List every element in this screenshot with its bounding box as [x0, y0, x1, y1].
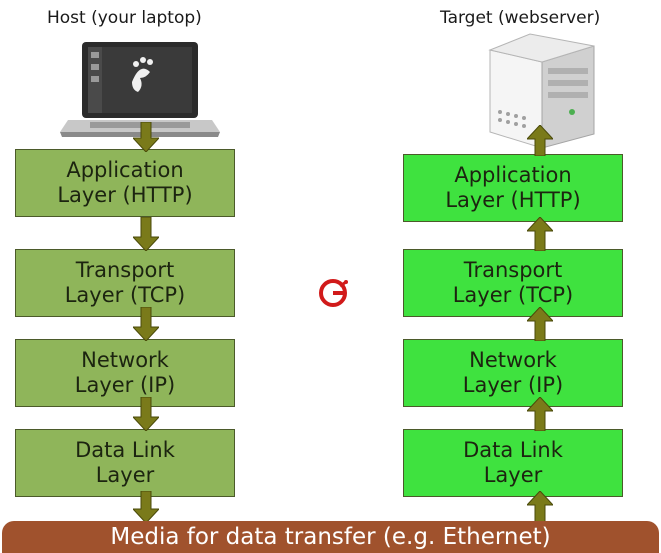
host-layer-network: Network Layer (IP) [15, 339, 235, 407]
target-layer-transport: Transport Layer (TCP) [403, 249, 623, 317]
media-bar: Media for data transfer (e.g. Ethernet) [2, 521, 659, 553]
server-icon [488, 33, 595, 149]
target-layer-network: Network Layer (IP) [403, 339, 623, 407]
layer-line2: Layer [95, 463, 155, 487]
host-arrow-down-icon [133, 397, 159, 431]
target-arrow-up-icon [527, 491, 553, 523]
layer-line1: Application [66, 158, 184, 182]
target-layer-datalink: Data Link Layer [403, 429, 623, 497]
layer-line1: Application [454, 163, 572, 187]
target-arrow-up-icon [527, 397, 553, 431]
target-title: Target (webserver) [440, 8, 601, 28]
layer-line2: Layer (HTTP) [445, 188, 581, 212]
host-layer-datalink: Data Link Layer [15, 429, 235, 497]
host-title: Host (your laptop) [47, 8, 202, 28]
layer-line2: Layer (IP) [74, 373, 176, 397]
host-arrow-down-icon [133, 307, 159, 341]
layer-line1: Transport [463, 258, 563, 282]
g-logo-icon [319, 279, 348, 307]
layer-line2: Layer [483, 463, 543, 487]
target-arrow-up-icon [527, 307, 553, 341]
host-arrow-down-icon [133, 491, 159, 523]
target-layer-application: Application Layer (HTTP) [403, 154, 623, 222]
layer-line2: Layer (TCP) [452, 283, 574, 307]
target-arrow-up-icon [527, 125, 553, 156]
host-arrow-down-icon [133, 122, 159, 152]
layer-line2: Layer (IP) [462, 373, 564, 397]
layer-line1: Network [469, 348, 557, 372]
laptop-icon [60, 42, 220, 137]
layer-line1: Network [81, 348, 169, 372]
host-layer-transport: Transport Layer (TCP) [15, 249, 235, 317]
target-arrow-up-icon [527, 217, 553, 251]
layer-line2: Layer (TCP) [64, 283, 186, 307]
layer-line1: Data Link [75, 438, 175, 462]
layer-line1: Transport [75, 258, 175, 282]
layer-line2: Layer (HTTP) [57, 183, 193, 207]
host-arrow-down-icon [133, 217, 159, 251]
host-layer-application: Application Layer (HTTP) [15, 149, 235, 217]
media-label: Media for data transfer (e.g. Ethernet) [110, 524, 551, 550]
layer-line1: Data Link [463, 438, 563, 462]
